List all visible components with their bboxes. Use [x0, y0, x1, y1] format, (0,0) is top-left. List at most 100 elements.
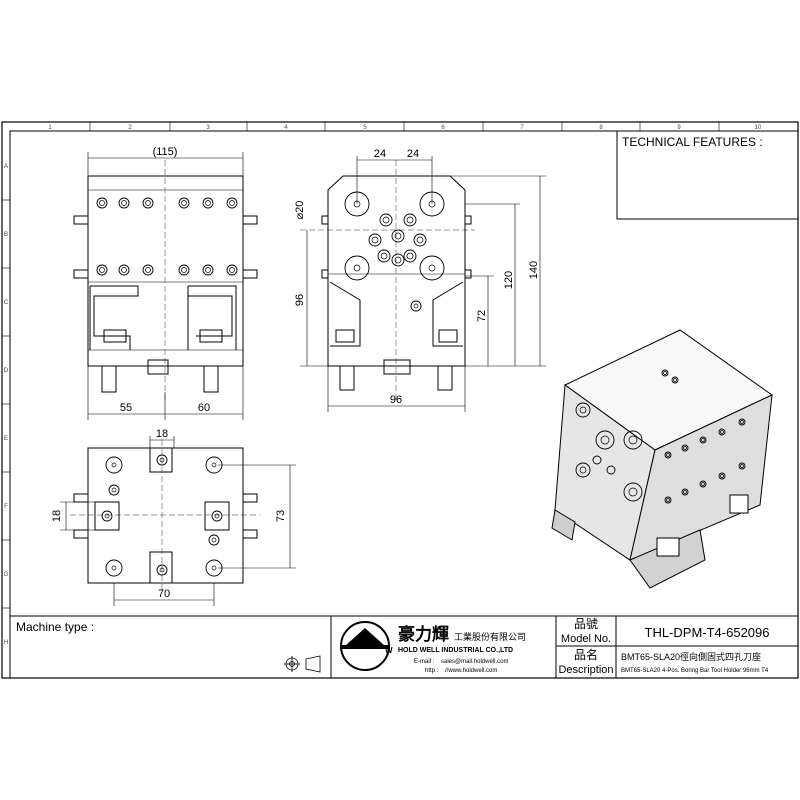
hole-icon [226, 197, 238, 209]
dim-front-right: 60 [198, 402, 210, 414]
dim-side-height-140: 140 [528, 261, 540, 279]
hole-icon [377, 249, 391, 263]
hole-icon [156, 564, 168, 576]
hole-icon [410, 300, 422, 312]
dim-top-side: 18 [51, 510, 63, 522]
column-label: 8 [599, 125, 603, 131]
description-en: BMT65-SLA20 4-Pos. Boring Bar Tool Holde… [621, 668, 769, 674]
row-label: H [4, 640, 8, 646]
hole-icon [595, 430, 615, 450]
company-logo: W [340, 621, 393, 671]
hole-icon [118, 264, 130, 276]
front-view [73, 160, 258, 400]
hole-icon [105, 559, 123, 577]
hole-icon [419, 255, 445, 281]
hole-icon [738, 418, 746, 426]
model-label-en: Model No. [561, 633, 611, 645]
column-ruler: 1 2 3 4 5 6 7 8 9 10 [48, 122, 762, 131]
hole-icon [368, 233, 382, 247]
column-label: 3 [206, 125, 210, 131]
hole-icon [344, 255, 370, 281]
company-name-en: HOLD WELL INDUSTRIAL CO.,LTD [398, 647, 513, 654]
hole-icon [178, 197, 190, 209]
column-label: 6 [441, 125, 445, 131]
top-view [70, 440, 260, 592]
column-label: 2 [128, 125, 132, 131]
hole-icon [718, 472, 726, 480]
row-label: A [4, 164, 8, 170]
hole-icon [413, 233, 427, 247]
front-view-holes [96, 197, 238, 276]
http-label: http : [425, 668, 439, 674]
isometric-view [551, 329, 773, 589]
front-dimension-lines [87, 152, 244, 420]
hole-icon [142, 264, 154, 276]
technical-features-box [616, 130, 799, 220]
hole-icon [403, 213, 417, 227]
row-label: C [4, 300, 9, 306]
title-block-frame [10, 615, 798, 678]
hole-icon [226, 264, 238, 276]
email-label: E-mail : [414, 659, 435, 665]
company-name-cn: 豪力輝 [398, 624, 449, 644]
hole-icon [391, 229, 405, 243]
column-label: 1 [48, 125, 52, 131]
hole-icon [96, 264, 108, 276]
hole-icon [718, 428, 726, 436]
row-ruler: A B C D E F G H [2, 164, 10, 646]
svg-text:W: W [385, 646, 393, 655]
hole-icon [671, 376, 679, 384]
hole-icon [575, 402, 591, 418]
column-label: 9 [677, 125, 681, 131]
column-label: 7 [520, 125, 524, 131]
top-dimension-lines [60, 436, 296, 606]
hole-icon [178, 264, 190, 276]
email-link[interactable]: sales@mail.holdwell.com [441, 659, 508, 665]
hole-icon [681, 488, 689, 496]
hole-icon [623, 482, 643, 502]
model-number: THL-DPM-T4-652096 [645, 625, 770, 640]
hole-icon [664, 496, 672, 504]
description-cn: BMT65-SLA20徑向側固式四孔刀座 [621, 651, 761, 662]
hole-icon [592, 455, 602, 465]
hole-icon [142, 197, 154, 209]
column-label: 10 [755, 125, 762, 131]
dim-side-width: 96 [390, 394, 402, 406]
hole-icon [118, 197, 130, 209]
technical-features-label: TECHNICAL FEATURES : [622, 135, 763, 149]
hole-icon [108, 484, 120, 496]
side-dimension-lines [300, 156, 546, 412]
column-label: 5 [363, 125, 367, 131]
website-link[interactable]: //www.holdwell.com [445, 668, 497, 674]
dim-top-height: 73 [275, 510, 287, 522]
dim-bore-diameter: ⌀20 [294, 201, 306, 220]
hole-icon [101, 510, 113, 522]
projection-symbol-icon [284, 655, 321, 673]
dim-side-height-96: 96 [294, 294, 306, 306]
side-view-holes [344, 191, 445, 312]
hole-icon [575, 462, 591, 478]
hole-icon [156, 454, 168, 466]
company-name-cn-suffix: 工業股份有限公司 [454, 631, 526, 642]
row-label: F [4, 504, 8, 510]
hole-icon [661, 369, 669, 377]
column-label: 4 [284, 125, 288, 131]
row-label: B [4, 232, 8, 238]
hole-icon [699, 480, 707, 488]
hole-icon [208, 534, 220, 546]
hole-icon [681, 444, 689, 452]
hole-icon [391, 253, 405, 267]
row-label: G [4, 572, 9, 578]
dim-side-height-72: 72 [476, 310, 488, 322]
isometric-view-holes [575, 369, 746, 504]
dim-front-width: (115) [153, 146, 178, 158]
hole-icon [211, 510, 223, 522]
row-label: E [4, 436, 8, 442]
hole-icon [96, 197, 108, 209]
model-label-cn: 品號 [574, 617, 598, 631]
hole-icon [202, 197, 214, 209]
hole-icon [202, 264, 214, 276]
hole-icon [105, 456, 123, 474]
side-view [300, 160, 475, 400]
